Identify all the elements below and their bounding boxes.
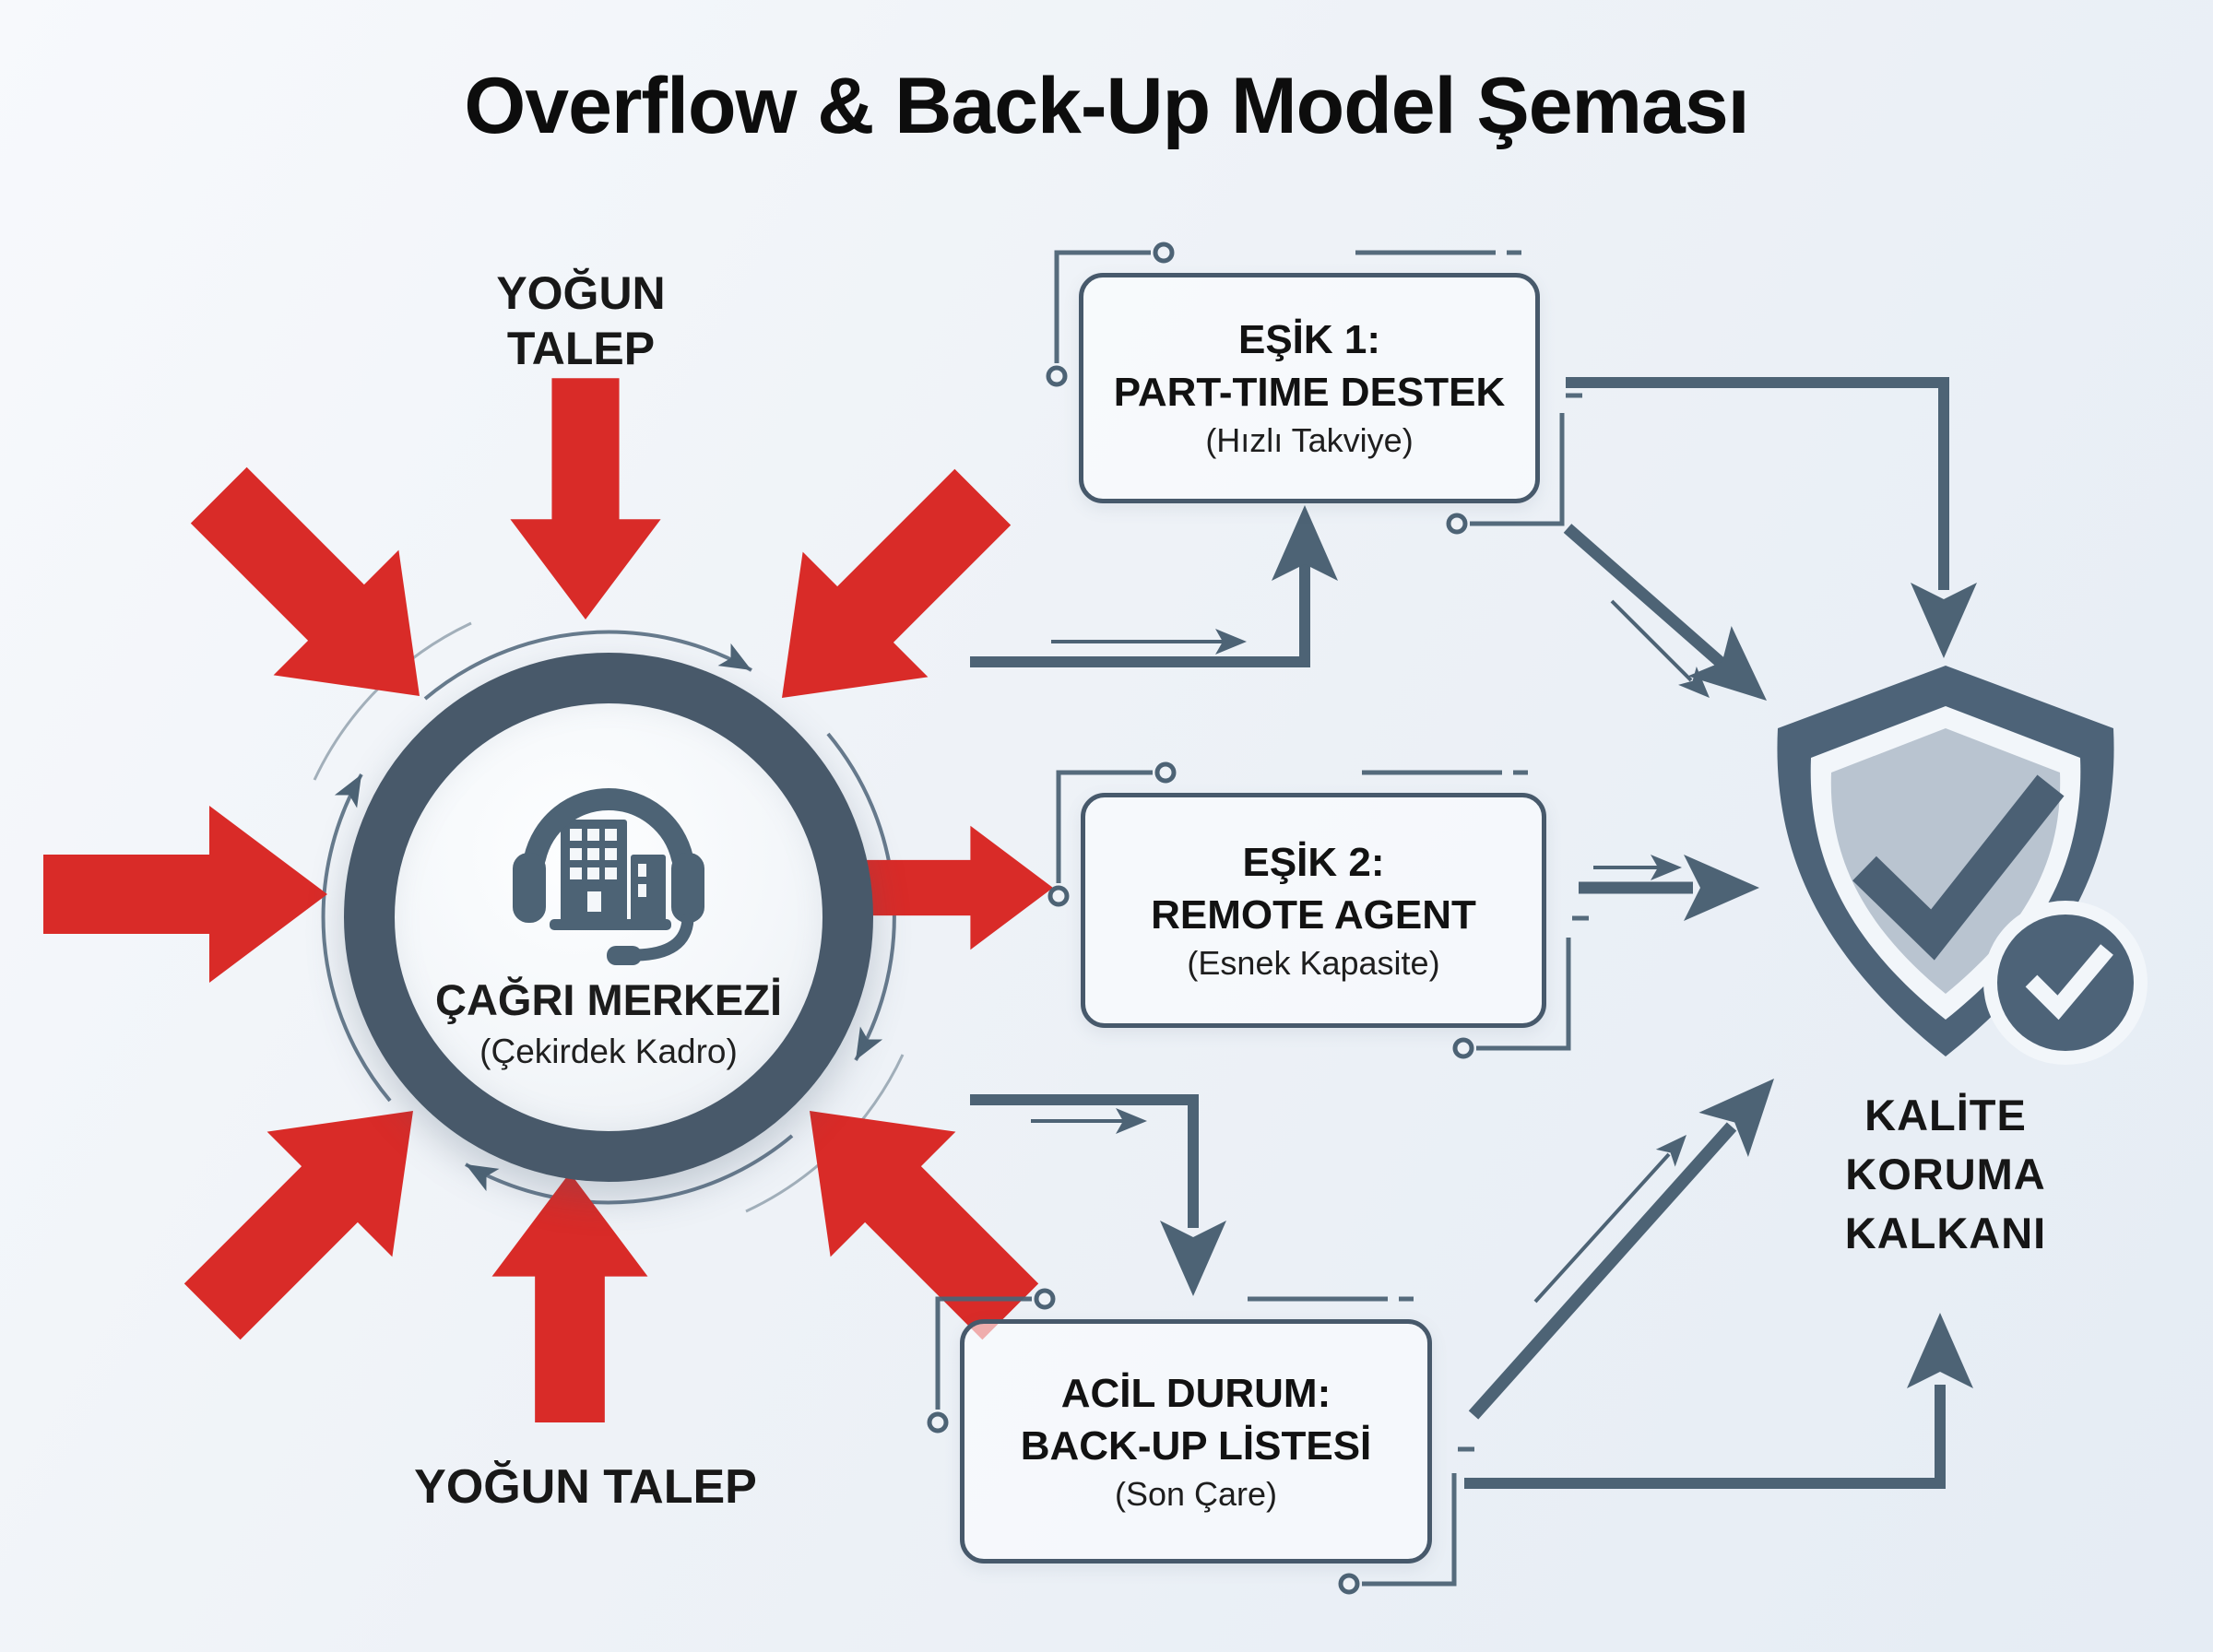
acil-note: (Son Çare) (1114, 1474, 1278, 1513)
demand-arrow-top-left (156, 432, 482, 759)
esik2-title: EŞİK 2: (1242, 839, 1385, 885)
demand-label-top-line1: YOĞUN (496, 267, 666, 319)
demand-arrow-left (43, 806, 327, 983)
esik1-note: (Hızlı Takviye) (1205, 421, 1414, 459)
connector-hub-acil (970, 1094, 1199, 1228)
esik2-name: REMOTE AGENT (1151, 891, 1476, 938)
demand-label-top-line2: TALEP (506, 323, 656, 374)
threshold-box-esik2: EŞİK 2: REMOTE AGENT (Esnek Kapasite) (1081, 793, 1546, 1028)
hub-subtitle: (Çekirdek Kadro) (479, 1032, 738, 1070)
hub-circulation-arrows (313, 621, 905, 1213)
demand-arrow-bottom (491, 1173, 648, 1423)
flow-connectors (970, 377, 1977, 1489)
threshold-box-esik1: EŞİK 1: PART-TIME DESTEK (Hızlı Takviye) (1079, 273, 1540, 503)
connector-acil-shield (1468, 1122, 1737, 1420)
connector-hub-esik1 (970, 564, 1310, 667)
circuit-decoration-acil (927, 1288, 1474, 1595)
threshold-box-acil: ACİL DURUM: BACK-UP LİSTESİ (Son Çare) (960, 1319, 1432, 1564)
connector-acil-kalkan (1464, 1385, 1946, 1489)
acil-name: BACK-UP LİSTESİ (1020, 1422, 1372, 1469)
call-center-hub: ÇAĞRI MERKEZİ (Çekirdek Kadro) (344, 653, 873, 1182)
esik2-note: (Esnek Kapasite) (1187, 943, 1440, 982)
connector-esik1-shield (1566, 377, 1949, 590)
quality-shield-label-line1: KALİTE (1864, 1091, 2027, 1139)
esik1-title: EŞİK 1: (1237, 317, 1381, 362)
demand-label-bottom: YOĞUN TALEP (414, 1460, 757, 1514)
quality-shield-label-line3: KALKANI (1844, 1209, 2047, 1257)
circuit-decoration-esik1 (1046, 242, 1582, 535)
demand-label-top: YOĞUN TALEP (396, 266, 765, 376)
page-title: Overflow & Back-Up Model Şeması (464, 62, 1749, 150)
esik1-name: PART-TIME DESTEK (1113, 370, 1506, 415)
shield-check-icon (1777, 666, 2148, 1065)
acil-title: ACİL DURUM: (1060, 1370, 1331, 1416)
quality-shield-label-line2: KORUMA (1845, 1150, 2046, 1198)
headset-building-icon (513, 787, 704, 965)
circuit-decoration-esik2 (1047, 761, 1589, 1059)
demand-arrow-top (510, 378, 661, 620)
check-badge-icon (1983, 901, 2148, 1065)
quality-shield-label: KALİTE KORUMA KALKANI (1761, 1086, 2130, 1263)
hub-title: ÇAĞRI MERKEZİ (435, 974, 782, 1024)
